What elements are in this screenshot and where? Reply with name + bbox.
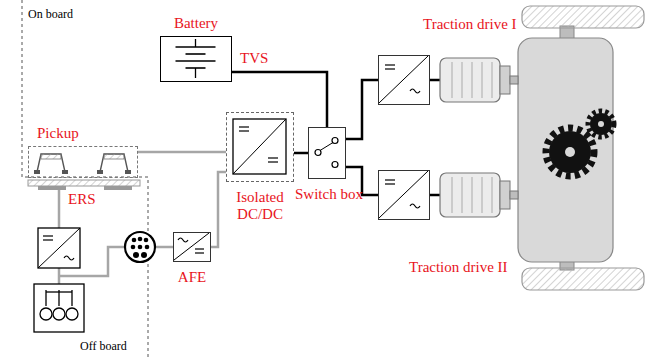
component-label: Traction drive I	[423, 16, 517, 33]
component-symbol	[379, 56, 428, 103]
power-line	[346, 80, 378, 139]
component-label: Isolated DC/DC	[220, 189, 300, 224]
component-symbol	[379, 171, 428, 218]
grid-transformer	[34, 284, 84, 332]
component-symbol	[161, 37, 230, 80]
component-label: Pickup	[37, 125, 79, 142]
component-symbol	[29, 147, 136, 176]
annotation-label: Off board	[80, 340, 127, 354]
power-line	[211, 172, 226, 247]
power-line	[294, 152, 308, 155]
annotation-label: ERS	[68, 191, 96, 208]
charging-plug	[125, 232, 155, 262]
component-box: Switch box	[308, 127, 346, 179]
component-box: AFE	[173, 232, 211, 262]
component-box: Battery	[160, 36, 232, 82]
motor-symbol	[430, 58, 518, 102]
component-box: Traction drive I	[378, 55, 430, 105]
ers-track	[28, 180, 140, 190]
vehicle-axle	[518, 6, 644, 290]
board-boundary	[22, 0, 148, 358]
annotation-label: TVS	[240, 50, 268, 67]
motor-symbol	[430, 173, 518, 217]
power-line	[138, 151, 226, 154]
component-symbol	[174, 233, 209, 260]
component-label: AFE	[178, 269, 206, 286]
component-box: Pickup	[28, 146, 138, 178]
offboard-inverter	[38, 228, 80, 268]
annotation-label: On board	[28, 8, 73, 22]
component-label: Switch box	[295, 186, 363, 203]
component-box: Isolated DC/DC	[226, 112, 294, 182]
component-symbol	[309, 128, 344, 177]
component-box: Traction drive II	[378, 170, 430, 220]
component-label: Traction drive II	[409, 259, 508, 276]
component-symbol	[227, 113, 292, 180]
gear-icon	[546, 111, 614, 176]
component-label: Battery	[174, 15, 218, 32]
